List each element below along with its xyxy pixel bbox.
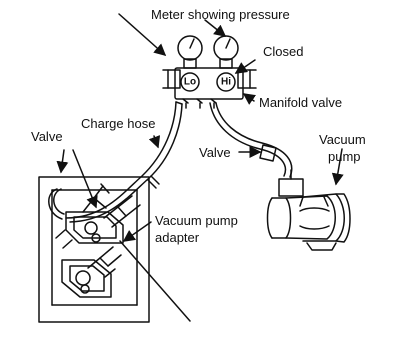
vacuum-hose	[209, 102, 293, 178]
closed-arrow	[234, 59, 256, 74]
manifold-valve-label: Manifold valve	[259, 95, 343, 110]
vacuum-pump-label-line-1: Vacuum	[319, 132, 366, 147]
left-valve-arrow-1	[56, 149, 69, 174]
lower-service-valve	[61, 246, 122, 298]
adapter-arrow	[122, 221, 152, 242]
bottom-connection-line	[119, 240, 191, 322]
gauge-hi-label: Hi	[221, 77, 231, 88]
manifold-arrow	[242, 93, 257, 105]
gauge-lo-label: Lo	[184, 77, 196, 88]
vacuum-pump-adapter-label-line-1: Vacuum pump	[155, 213, 238, 228]
charge-hose-label: Charge hose	[81, 116, 156, 131]
charge-hose	[48, 101, 183, 223]
vacuum-pump	[266, 169, 351, 251]
left-valve-arrow-2	[72, 149, 98, 209]
meter-label: Meter showing pressure	[151, 7, 290, 22]
pump-arrow	[331, 148, 344, 186]
service-valve-panel	[38, 176, 150, 323]
vacuum-pump-adapter-label-line-2: adapter	[155, 230, 200, 245]
meter-arrow-line-left	[118, 13, 167, 56]
charge-hose-arrow	[148, 135, 161, 149]
closed-label: Closed	[263, 44, 304, 59]
vacuum-pump-label-line-2: pump	[328, 149, 361, 164]
left-valve-label: Valve	[31, 129, 63, 144]
meter-arrow-line-right	[204, 19, 227, 37]
right-valve-label: Valve	[199, 145, 231, 160]
manifold-assembly	[162, 35, 257, 109]
